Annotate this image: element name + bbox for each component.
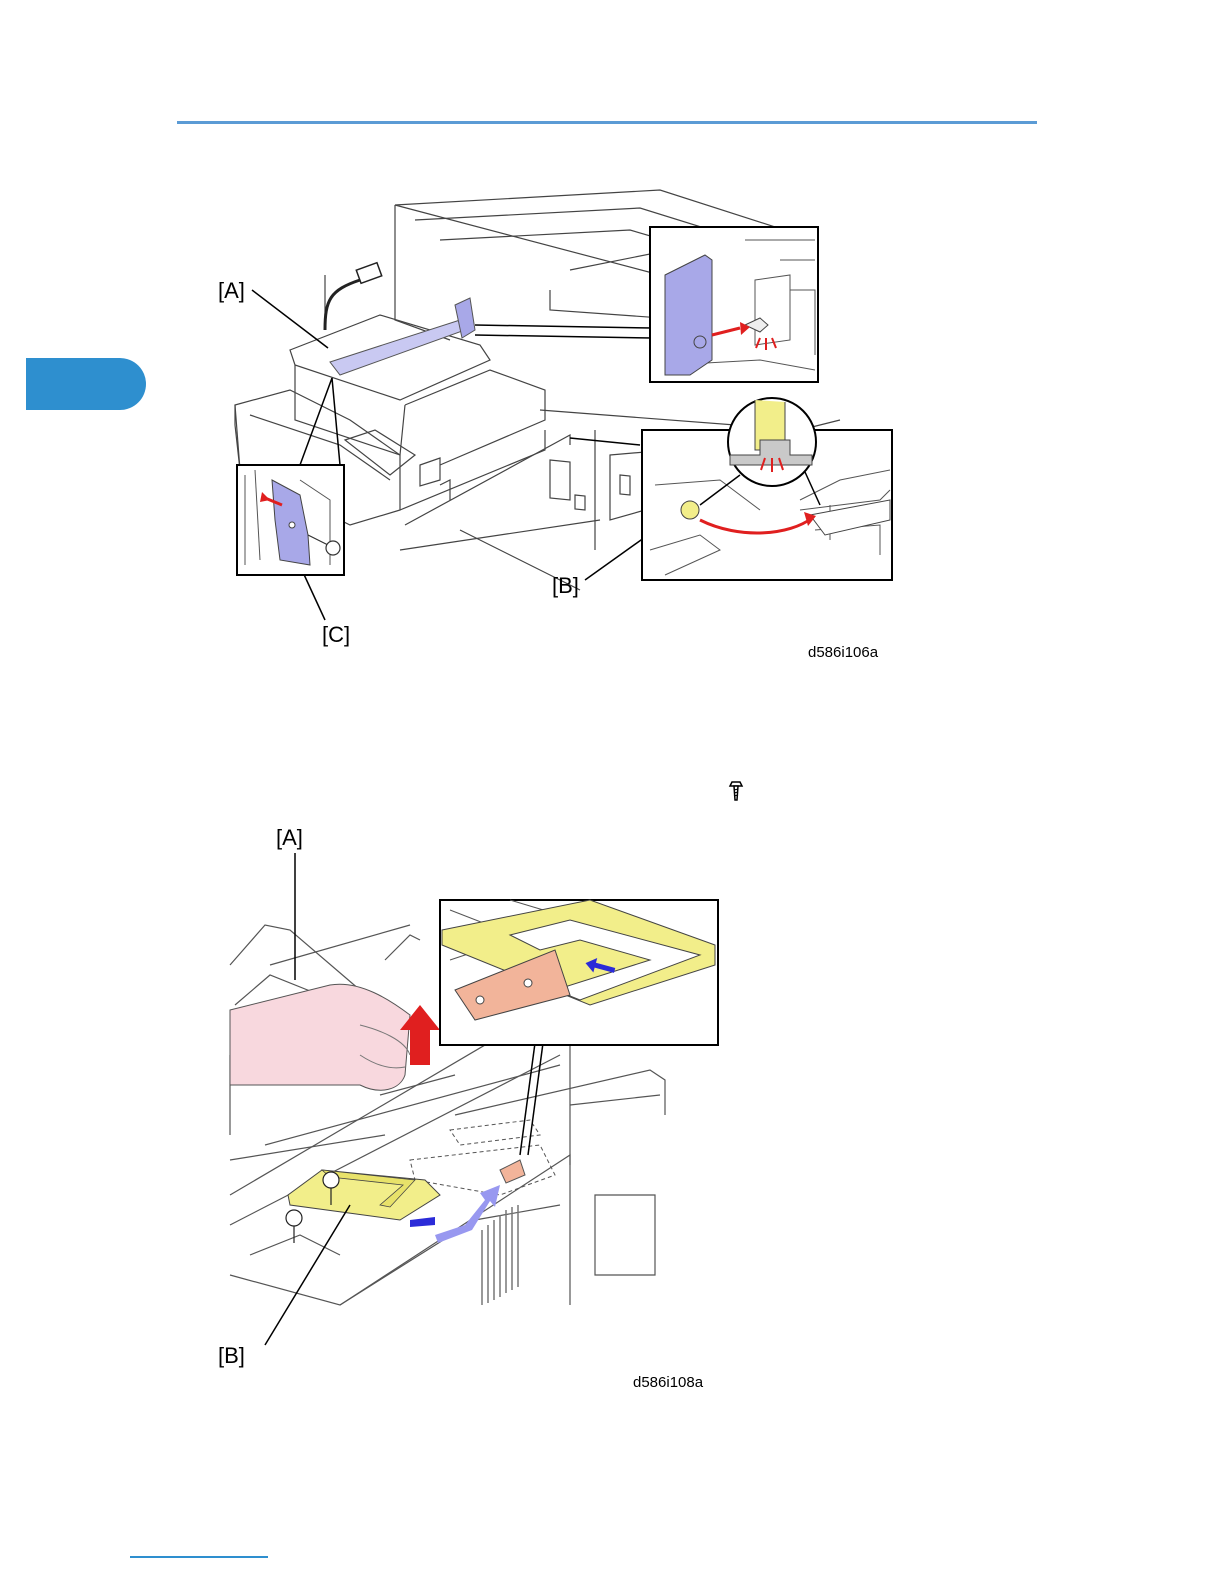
callout-a-2: [A] (276, 825, 303, 850)
callout-a: [A] (218, 278, 245, 303)
figure-code: d586i106a (808, 644, 879, 661)
callout-b-2: [B] (218, 1343, 245, 1368)
figure-code-2: d586i108a (633, 1374, 704, 1391)
callout-c: [C] (322, 622, 350, 647)
figure-finisher-installation: [A] [B] [C] d586i106a (200, 180, 900, 670)
figure-tray-removal: [A] [B] d586i108a (210, 815, 730, 1395)
figure-2-illustration: [A] [B] d586i108a (210, 815, 730, 1395)
screw-icon (726, 780, 746, 802)
footer-rule (130, 1556, 268, 1558)
chapter-tab (26, 358, 146, 410)
callout-b: [B] (552, 573, 579, 598)
header-rule (177, 121, 1037, 124)
figure-1-illustration: [A] [B] [C] d586i106a (200, 180, 900, 670)
